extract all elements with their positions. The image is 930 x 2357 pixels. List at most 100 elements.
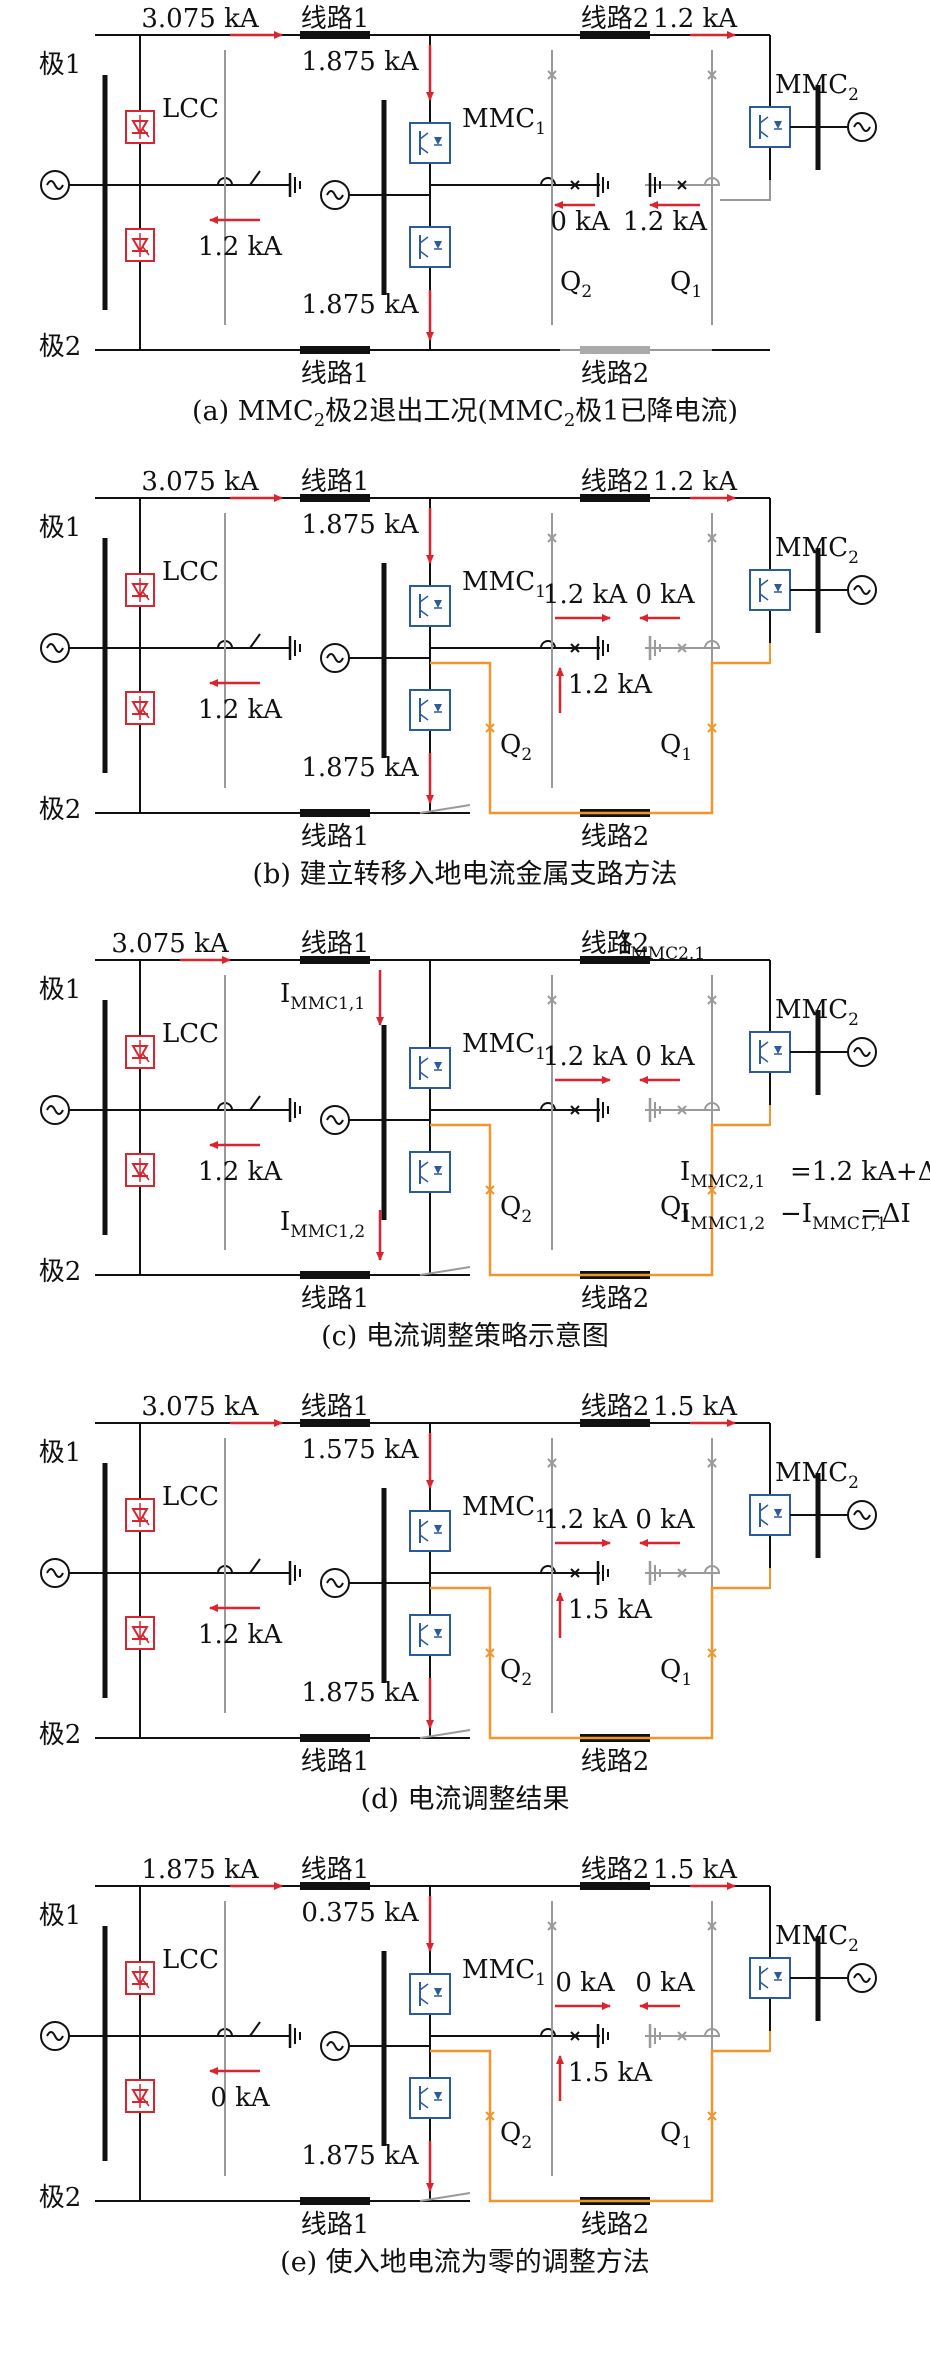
q1-label: Q1 (660, 1192, 692, 1227)
caption-part: 2 (564, 410, 575, 431)
q2-label-main: Q (500, 1192, 521, 1222)
lcc-thyristor-lower-gate (142, 2097, 150, 2107)
mmc1-bottom-current: 1.875 kA (301, 290, 419, 320)
q2-closed-mark-b (485, 723, 495, 733)
mmc2-top-current: 1.2 kA (653, 4, 738, 34)
mmc1-label-sub: 1 (535, 582, 546, 602)
mmc1-top-current-label-sub: MMC1,1 (290, 994, 365, 1014)
mmc2-label-sub: 2 (848, 85, 859, 105)
q1-top-x-b (707, 1458, 717, 1468)
mmc2-ac-source-wave (853, 122, 871, 132)
panel-caption: (b) 建立转移入地电流金属支路方法 (253, 859, 678, 890)
mmc1-top-current-label: IMMC1,1 (280, 979, 365, 1014)
mmc2-ground-breaker-b (677, 180, 687, 190)
lcc-ac-source-wave (46, 2031, 64, 2041)
mmc2-top-current: 1.5 kA (653, 1855, 738, 1885)
mmc1-lower-cell-diode (434, 1629, 442, 1637)
line2-top-label: 线路2 (581, 1855, 650, 1885)
line1-bottom-label: 线路1 (301, 359, 370, 389)
mmc2-cell-igbt-c (759, 1967, 769, 1975)
mmc1-label-main: MMC (462, 104, 535, 134)
mmc1-lower-cell-diode (434, 1166, 442, 1174)
q1-closed-mark-b (707, 723, 717, 733)
mmc2-top-current-label-sub: MMC2.1 (630, 944, 705, 964)
line2-top-label: 线路2 (581, 467, 650, 497)
lcc-top-current: 3.075 kA (111, 929, 229, 959)
mmc1-lower-cell-igbt-e (419, 1638, 429, 1646)
mmc1-ground-hop (540, 2028, 556, 2037)
pole1-label: 极1 (39, 50, 82, 80)
eq1-left: IMMC2,1 (680, 1157, 765, 1192)
metallic-path (430, 661, 770, 815)
q2-label-main: Q (500, 2118, 521, 2148)
line2-top-label: 线路2 (581, 1392, 650, 1422)
mmc2-label-sub: 2 (848, 1936, 859, 1956)
mmc1-lower-cell-igbt-c (419, 2087, 429, 2095)
panel-caption: (e) 使入地电流为零的调整方法 (280, 2247, 650, 2278)
lcc-thyristor-upper-gate (142, 128, 150, 138)
eq1-left-main: I (680, 1157, 690, 1187)
line1-pole1-bar (300, 1419, 370, 1427)
lcc-ground-switch (249, 170, 261, 186)
q2-closed-mark-b (485, 1648, 495, 1658)
mmc1-ground-hop (540, 177, 556, 186)
mmc2-ground-hop (704, 640, 720, 649)
line2-pole1-bar (580, 956, 650, 964)
pole1-label: 极1 (39, 1901, 82, 1931)
mmc2-top-current: 1.2 kA (653, 467, 738, 497)
metallic-path (430, 1123, 770, 1277)
mmc1-lower-cell-igbt-c (419, 699, 429, 707)
lcc-thyristor-lower-gate (142, 709, 150, 719)
mmc2-cell-igbt-e (759, 1981, 769, 1989)
mmc1-lower-cell-igbt-e (419, 250, 429, 258)
line2-pole1-bar (580, 494, 650, 502)
mmc2-ground-hop (704, 1102, 720, 1111)
mmc1-upper-cell (409, 1047, 451, 1089)
mmc1-upper-cell-igbt-c (419, 1983, 429, 1991)
lcc-label: LCC (162, 1482, 219, 1512)
lcc-ac-source-wave (46, 1105, 64, 1115)
q1-label-main: Q (670, 267, 691, 297)
lcc-thyristor-upper-gate (142, 1053, 150, 1063)
line1-top-label: 线路1 (301, 467, 370, 497)
mmc1-top-current: 1.875 kA (301, 47, 419, 77)
q1-label-sub: 1 (681, 1207, 692, 1227)
mmc1-label: MMC1 (462, 104, 546, 139)
mmc1-bottom-current-label-main: I (280, 1207, 290, 1237)
line2-bottom-label: 线路2 (581, 2210, 650, 2240)
mmc2-cell-igbt-c (759, 1504, 769, 1512)
eq2-middle: −IMMC1,1 (780, 1199, 887, 1234)
mmc2-ground-wire (720, 180, 771, 201)
q2-label-sub: 2 (521, 1207, 532, 1227)
pole2-label: 极2 (39, 332, 82, 362)
line1-pole2-bar (300, 1734, 370, 1742)
mmc1-lower-cell-igbt-e (419, 2101, 429, 2109)
mmc2-ac-source-wave (853, 1047, 871, 1057)
lcc-top-current: 3.075 kA (141, 4, 259, 34)
mmc2-ac-source-wave (853, 1510, 871, 1520)
lcc-ground-current: 1.2 kA (198, 695, 283, 725)
mmc2-cell (749, 1031, 791, 1073)
eq2-right: =ΔI (860, 1199, 911, 1229)
line1-pole1-bar (300, 494, 370, 502)
q1-label-main: Q (660, 2118, 681, 2148)
q1-top-x-b (707, 995, 717, 1005)
mmc1-ac-source-wave (326, 2041, 344, 2051)
mmc2-ground-wire (720, 2031, 771, 2052)
mid-right-current: 0 kA (550, 207, 611, 237)
q1-label: Q1 (660, 730, 692, 765)
q1-label-sub: 1 (681, 1670, 692, 1690)
lcc-thyristor-lower-gate (142, 1634, 150, 1644)
eq2-left: IMMC1,2 (680, 1199, 765, 1234)
mmc1-upper-cell-igbt-c (419, 1057, 429, 1065)
mid-right-current: 0 kA (635, 1042, 696, 1072)
lcc-label: LCC (162, 94, 219, 124)
mmc1-upper-cell (409, 122, 451, 164)
mmc1-lower-cell (409, 689, 451, 731)
q1-label-main: Q (660, 1192, 681, 1222)
mmc1-label-sub: 1 (535, 1970, 546, 1990)
mmc2-cell-diode (774, 121, 782, 129)
line2-pole2-bar (580, 346, 650, 354)
